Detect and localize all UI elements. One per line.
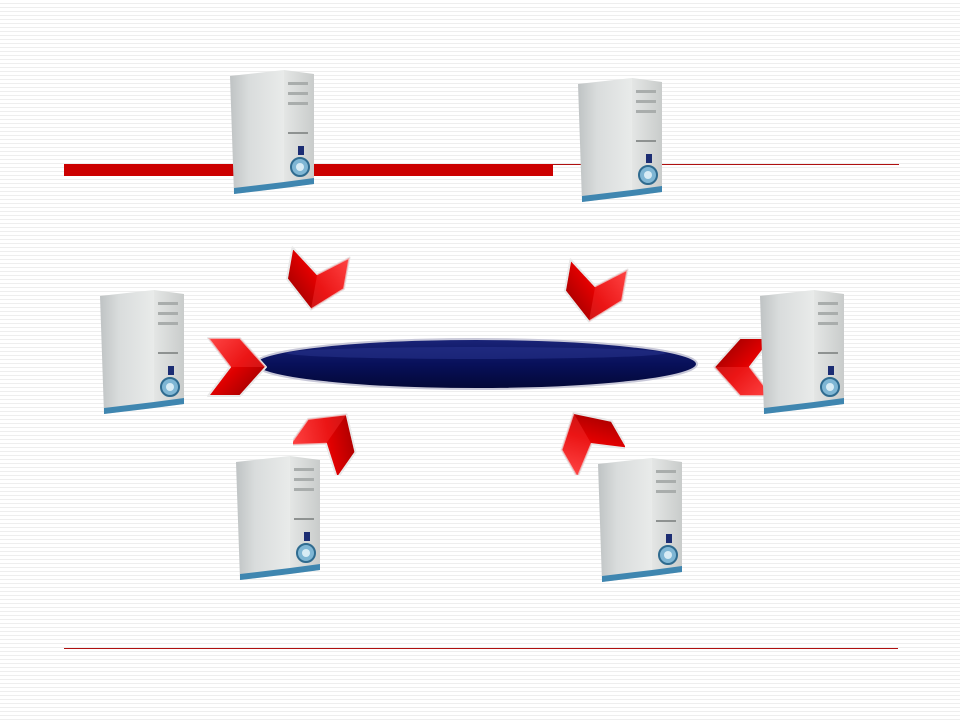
computer-tower-icon (226, 70, 318, 196)
title-accent-rule (553, 164, 899, 165)
computer-tower-icon (756, 290, 848, 416)
computer-tower-icon (232, 456, 324, 582)
arrow-middle-left (200, 330, 274, 404)
footer-rule (64, 648, 898, 649)
computer-tower-icon (96, 290, 188, 416)
network-bus-cylinder (254, 338, 698, 390)
computer-tower-icon (594, 458, 686, 584)
arrow-top-left (279, 244, 353, 318)
computer-tower-icon (574, 78, 666, 204)
arrow-top-right (557, 256, 631, 330)
